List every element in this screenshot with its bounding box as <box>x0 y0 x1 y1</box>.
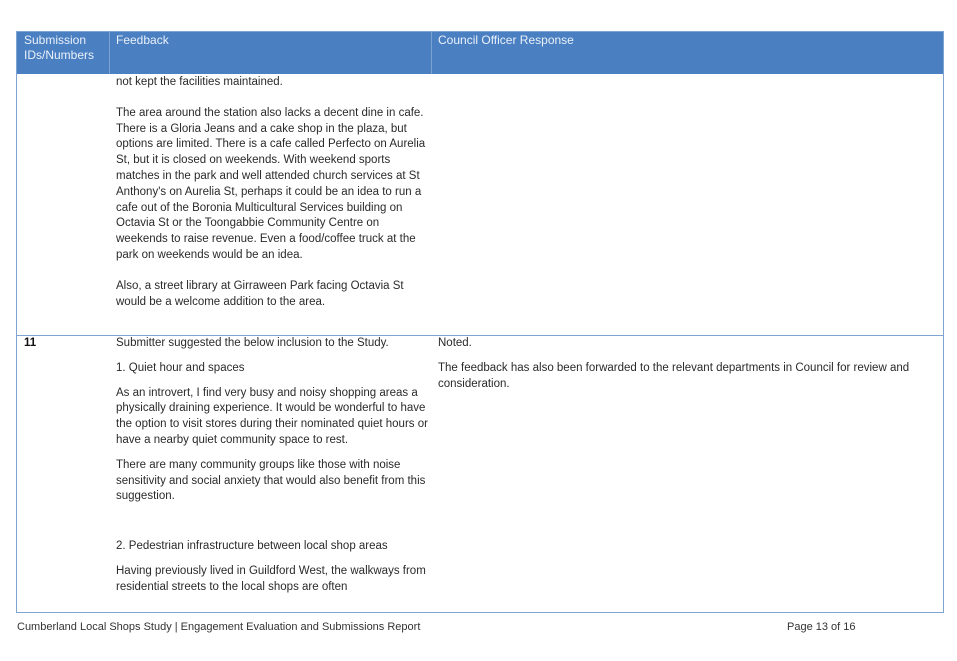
feedback-paragraph: Also, a street library at Girraween Park… <box>116 279 404 308</box>
header-separator <box>109 32 110 74</box>
response-paragraph: Noted. <box>438 337 472 349</box>
table-row-continued-feedback: not kept the facilities maintained. The … <box>116 75 430 310</box>
row-divider <box>17 335 943 336</box>
feedback-paragraph: As an introvert, I find very busy and no… <box>116 386 428 446</box>
feedback-paragraph: The area around the station also lacks a… <box>116 106 426 261</box>
header-submission-ids: Submission IDs/Numbers <box>24 33 95 62</box>
table-row-11-response: Noted. The feedback has also been forwar… <box>438 336 933 392</box>
feedback-paragraph: not kept the facilities maintained. <box>116 76 283 88</box>
header-council-response: Council Officer Response <box>438 33 574 47</box>
table-header-row: Submission IDs/Numbers Feedback Council … <box>17 32 943 74</box>
header-separator <box>431 32 432 74</box>
feedback-heading: 2. Pedestrian infrastructure between loc… <box>116 540 388 553</box>
footer-page-number: Page 13 of 16 <box>787 621 856 633</box>
submissions-table: Submission IDs/Numbers Feedback Council … <box>16 31 944 613</box>
feedback-paragraph: There are many community groups like tho… <box>116 458 426 503</box>
feedback-paragraph: Submitter suggested the below inclusion … <box>116 337 389 349</box>
submission-id: 11 <box>24 337 37 349</box>
feedback-heading: 1. Quiet hour and spaces <box>116 361 245 374</box>
footer-report-title: Cumberland Local Shops Study | Engagemen… <box>17 621 421 633</box>
response-paragraph: The feedback has also been forwarded to … <box>438 361 910 390</box>
table-row-11-feedback: Submitter suggested the below inclusion … <box>116 336 430 596</box>
feedback-paragraph: Having previously lived in Guildford Wes… <box>116 564 426 593</box>
header-feedback: Feedback <box>116 33 169 47</box>
